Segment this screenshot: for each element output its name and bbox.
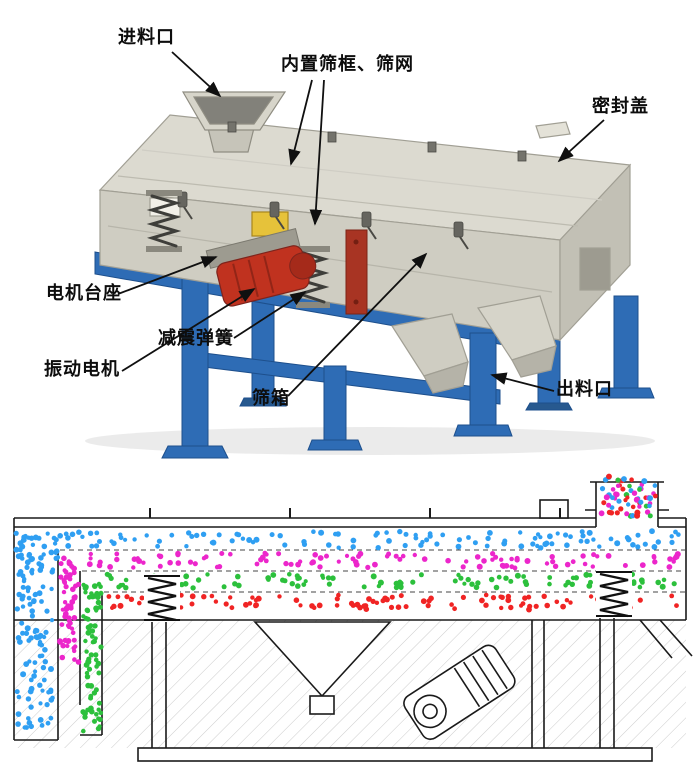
label-feed-inlet: 进料口 [118, 27, 175, 47]
schematic-section [0, 470, 700, 779]
callout-arrows [117, 51, 605, 397]
feed-funnel [181, 91, 287, 153]
label-seal-cover: 密封盖 [592, 96, 649, 116]
vibration-motor-graphic [205, 228, 317, 307]
schematic-drawing [13, 473, 693, 762]
label-screen-box: 筛箱 [252, 388, 290, 408]
machine-photo-section: 进料口 内置筛框、筛网 密封盖 电机台座 减震弹簧 振动电机 筛箱 出料口 [44, 27, 655, 459]
schematic-motor [403, 644, 516, 741]
schematic-springs [144, 570, 632, 622]
fines-hopper [253, 621, 392, 715]
schematic-structure [13, 481, 693, 762]
machine-illustration [85, 51, 655, 459]
label-discharge-outlet: 出料口 [556, 379, 613, 399]
label-inner-screen: 内置筛框、筛网 [281, 54, 414, 74]
damper-bracket [345, 229, 368, 315]
lid-clamps [177, 121, 527, 250]
particle-dots [13, 473, 681, 734]
label-motor-base: 电机台座 [46, 283, 122, 303]
discharge-spouts [391, 295, 557, 394]
ground-shadow [85, 427, 655, 455]
screen-decks [60, 549, 686, 593]
label-damping-spring: 减震弹簧 [158, 328, 234, 348]
label-vibration-motor: 振动电机 [44, 359, 120, 379]
